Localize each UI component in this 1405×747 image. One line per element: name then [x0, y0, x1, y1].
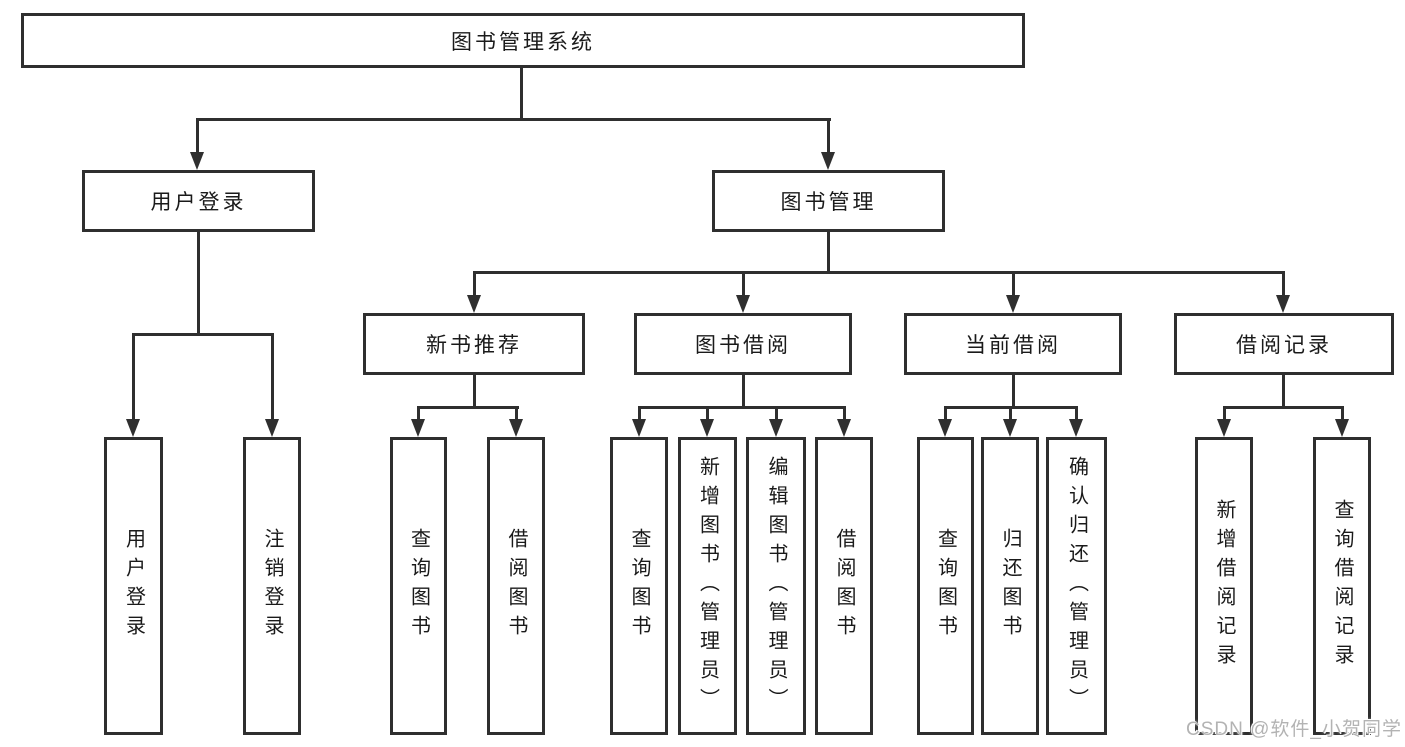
node-borrow-record-label: 借阅记录 [1236, 334, 1332, 357]
leaf-borrow-query-books-label: 查询图书 [628, 528, 650, 644]
leaf-logout: 注销登录 [243, 437, 301, 735]
connector-line [742, 271, 745, 297]
connector-line [843, 406, 846, 421]
connector-line [827, 118, 830, 154]
connector-line [1282, 271, 1285, 297]
connector-line [473, 271, 476, 297]
arrow-down-icon [1276, 295, 1290, 313]
connector-line [515, 406, 518, 421]
arrow-down-icon [1069, 419, 1083, 437]
node-book-borrow-label: 图书借阅 [695, 334, 791, 357]
arrow-down-icon [736, 295, 750, 313]
leaf-logout-label: 注销登录 [261, 528, 283, 644]
connector-line [196, 118, 831, 121]
leaf-borrow-borrow-books: 借阅图书 [815, 437, 873, 735]
arrow-down-icon [467, 295, 481, 313]
node-current-borrow: 当前借阅 [904, 313, 1122, 375]
connector-line [638, 406, 846, 409]
leaf-borrow-query-books: 查询图书 [610, 437, 668, 735]
connector-line [1012, 375, 1015, 408]
arrow-down-icon [700, 419, 714, 437]
node-root: 图书管理系统 [21, 13, 1025, 68]
arrow-down-icon [837, 419, 851, 437]
leaf-edit-books-admin: 编辑图书（管理员） [746, 437, 806, 735]
arrow-down-icon [1217, 419, 1231, 437]
connector-line [1341, 406, 1344, 421]
leaf-current-query-books-label: 查询图书 [934, 528, 957, 644]
leaf-return-books-label: 归还图书 [999, 528, 1021, 644]
node-root-label: 图书管理系统 [451, 30, 595, 54]
arrow-down-icon [126, 419, 140, 437]
connector-line [196, 118, 199, 154]
leaf-add-books-admin-label: 新增图书（管理员） [696, 455, 719, 717]
leaf-confirm-return-admin-label: 确认归还（管理员） [1065, 455, 1088, 717]
connector-line [417, 406, 420, 421]
connector-line [417, 406, 519, 409]
node-user-login-label: 用户登录 [150, 191, 247, 214]
arrow-down-icon [1335, 419, 1349, 437]
node-book-management-label: 图书管理 [780, 191, 877, 214]
connector-line [473, 271, 1285, 274]
leaf-confirm-return-admin: 确认归还（管理员） [1046, 437, 1107, 735]
connector-line [132, 333, 135, 421]
arrow-down-icon [1006, 295, 1020, 313]
leaf-newbook-borrow-books: 借阅图书 [487, 437, 545, 735]
connector-line [1223, 406, 1344, 409]
connector-line [520, 66, 523, 120]
arrow-down-icon [632, 419, 646, 437]
node-user-login: 用户登录 [82, 170, 315, 232]
csdn-watermark: CSDN @软件_小贺同学 [1186, 719, 1402, 740]
connector-line [827, 232, 830, 274]
leaf-newbook-borrow-books-label: 借阅图书 [505, 528, 527, 644]
connector-line [473, 375, 476, 408]
arrow-down-icon [1003, 419, 1017, 437]
connector-line [1075, 406, 1078, 421]
leaf-borrow-borrow-books-label: 借阅图书 [833, 528, 855, 644]
connector-line [638, 406, 641, 421]
connector-line [1012, 271, 1015, 297]
leaf-query-borrow-record: 查询借阅记录 [1313, 437, 1371, 735]
leaf-edit-books-admin-label: 编辑图书（管理员） [765, 455, 787, 717]
leaf-add-books-admin: 新增图书（管理员） [678, 437, 737, 735]
connector-line [706, 406, 709, 421]
connector-line [742, 375, 745, 408]
arrow-down-icon [509, 419, 523, 437]
arrow-down-icon [265, 419, 279, 437]
leaf-newbook-query-books: 查询图书 [390, 437, 447, 735]
leaf-add-borrow-record-label: 新增借阅记录 [1213, 499, 1235, 673]
leaf-user-login-label: 用户登录 [122, 528, 145, 644]
leaf-user-login: 用户登录 [104, 437, 163, 735]
arrow-down-icon [411, 419, 425, 437]
leaf-return-books: 归还图书 [981, 437, 1039, 735]
connector-line [132, 333, 274, 336]
arrow-down-icon [769, 419, 783, 437]
arrow-down-icon [938, 419, 952, 437]
connector-line [775, 406, 778, 421]
arrow-down-icon [821, 152, 835, 170]
node-current-borrow-label: 当前借阅 [965, 334, 1061, 357]
connector-line [271, 333, 274, 421]
connector-line [197, 232, 200, 335]
arrow-down-icon [190, 152, 204, 170]
leaf-add-borrow-record: 新增借阅记录 [1195, 437, 1253, 735]
connector-line [1223, 406, 1226, 421]
node-new-book-recommend: 新书推荐 [363, 313, 585, 375]
connector-line [944, 406, 947, 421]
node-new-book-recommend-label: 新书推荐 [426, 334, 522, 357]
leaf-newbook-query-books-label: 查询图书 [407, 528, 430, 644]
node-borrow-record: 借阅记录 [1174, 313, 1394, 375]
node-book-borrow: 图书借阅 [634, 313, 852, 375]
leaf-query-borrow-record-label: 查询借阅记录 [1331, 499, 1353, 673]
connector-line [1009, 406, 1012, 421]
node-book-management: 图书管理 [712, 170, 945, 232]
connector-line [1282, 375, 1285, 408]
leaf-current-query-books: 查询图书 [917, 437, 974, 735]
